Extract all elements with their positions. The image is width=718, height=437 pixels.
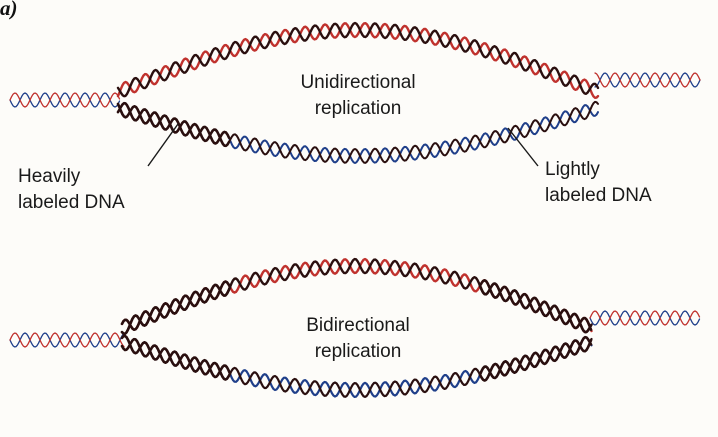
bi-heavy-right-strand-a — [478, 338, 593, 382]
bidirectional-title-line1: Bidirectional — [306, 315, 410, 336]
bidirectional-title: Bidirectional replication — [268, 313, 448, 365]
panel-letter: a) — [0, 0, 18, 20]
bi-heavy-left-strand-a — [120, 337, 232, 381]
light-pointer-line — [507, 127, 539, 167]
lightly-labeled-dna-label: Lightly labeled DNA — [545, 157, 652, 209]
bi-heavy-upper-right-strand-b — [478, 279, 593, 331]
uni-parent-left-strand-b — [9, 92, 121, 108]
unidirectional-title-line2: replication — [314, 98, 402, 119]
helix-layer — [9, 21, 701, 398]
uni-parent-left-strand-a — [9, 92, 121, 108]
bi-parent-left-strand-a — [9, 332, 125, 348]
unidirectional-title-line1: Unidirectional — [300, 72, 416, 93]
pointer-layer — [147, 123, 539, 167]
heavily-label-line1: Heavily — [18, 166, 81, 187]
uni-parent-right-strand-b — [594, 72, 701, 88]
unidirectional-title: Unidirectional replication — [268, 70, 448, 122]
uni-heavy-segment-strand-b — [116, 101, 231, 145]
bi-parent-right-strand-b — [589, 310, 701, 326]
bi-parent-left-strand-b — [9, 332, 125, 348]
lightly-label-line1: Lightly — [545, 159, 600, 180]
uni-daughter-upper-strand-b — [116, 22, 600, 99]
lightly-label-line2: labeled DNA — [545, 185, 652, 206]
heavily-labeled-dna-label: Heavily labeled DNA — [18, 164, 125, 216]
uni-parent-right-strand-a — [594, 72, 701, 88]
bi-heavy-upper-left-strand-a — [120, 283, 232, 336]
uni-heavy-segment-strand-a — [116, 102, 231, 148]
bi-heavy-upper-right-strand-a — [478, 282, 593, 334]
bi-heavy-upper-left-strand-b — [120, 280, 232, 331]
bi-parent-right-strand-a — [589, 310, 701, 326]
heavily-label-line2: labeled DNA — [18, 192, 125, 213]
bi-heavy-right-strand-b — [478, 335, 593, 380]
bidirectional-title-line2: replication — [314, 341, 402, 362]
heavy-pointer-line — [147, 123, 179, 167]
uni-daughter-upper-strand-a — [116, 21, 600, 98]
